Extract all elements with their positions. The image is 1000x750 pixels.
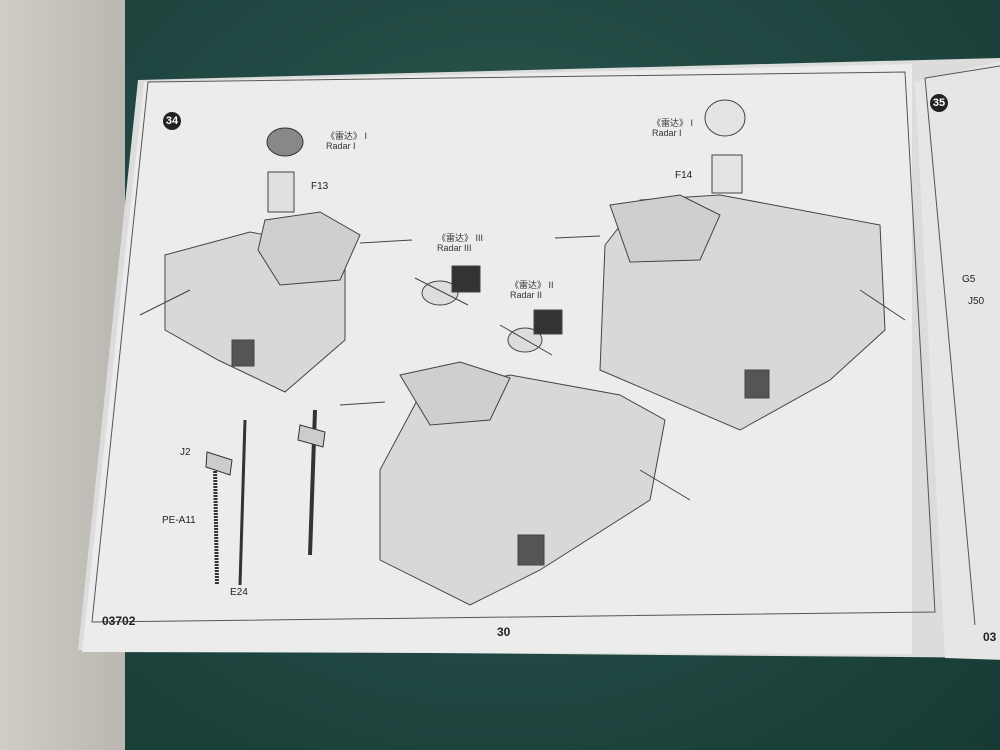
part-label-f13: F13 bbox=[311, 181, 329, 192]
radar-1-dome bbox=[266, 127, 304, 157]
part-label-j2: J2 bbox=[180, 447, 191, 458]
kit-code-right-partial: 03 bbox=[983, 630, 997, 644]
step-34-badge: 34 bbox=[163, 112, 181, 130]
radar-label-cn: 《雷达》 I bbox=[326, 131, 368, 141]
radar-3-label: 《雷达》 III Radar III bbox=[437, 233, 483, 253]
radar-label-en: Radar III bbox=[437, 243, 472, 253]
superstructure-right bbox=[554, 194, 906, 431]
part-f14 bbox=[711, 154, 743, 194]
radar-label-cn: 《雷达》 III bbox=[437, 233, 484, 243]
page-number: 30 bbox=[497, 625, 511, 639]
radar-2-label: 《雷达》 II Radar II bbox=[510, 280, 554, 300]
kit-code: 03702 bbox=[102, 614, 136, 628]
radar-1-dome-right bbox=[704, 99, 746, 137]
part-label-pe-a11: PE-A11 bbox=[162, 515, 196, 526]
radar-label-en: Radar I bbox=[326, 141, 356, 151]
mast-parts bbox=[205, 409, 326, 586]
part-label-e24: E24 bbox=[230, 587, 248, 598]
part-label-j50: J50 bbox=[968, 296, 985, 307]
radar-2-assembly bbox=[499, 309, 563, 356]
part-label-g5: G5 bbox=[962, 274, 976, 285]
part-f13 bbox=[267, 171, 295, 213]
step-35-badge: 35 bbox=[930, 94, 948, 112]
radar-3-assembly bbox=[414, 265, 481, 306]
part-label-f14: F14 bbox=[675, 170, 693, 181]
radar-label-cn: 《雷达》 I bbox=[652, 118, 694, 128]
superstructure-center bbox=[339, 361, 691, 606]
superstructure-left bbox=[139, 211, 413, 393]
radar-label-cn: 《雷达》 II bbox=[510, 280, 554, 290]
radar-1-label-right: 《雷达》 I Radar I bbox=[652, 118, 693, 138]
radar-1-label-left: 《雷达》 I Radar I bbox=[326, 131, 367, 151]
radar-label-en: Radar II bbox=[510, 290, 543, 300]
radar-label-en: Radar I bbox=[652, 128, 682, 138]
